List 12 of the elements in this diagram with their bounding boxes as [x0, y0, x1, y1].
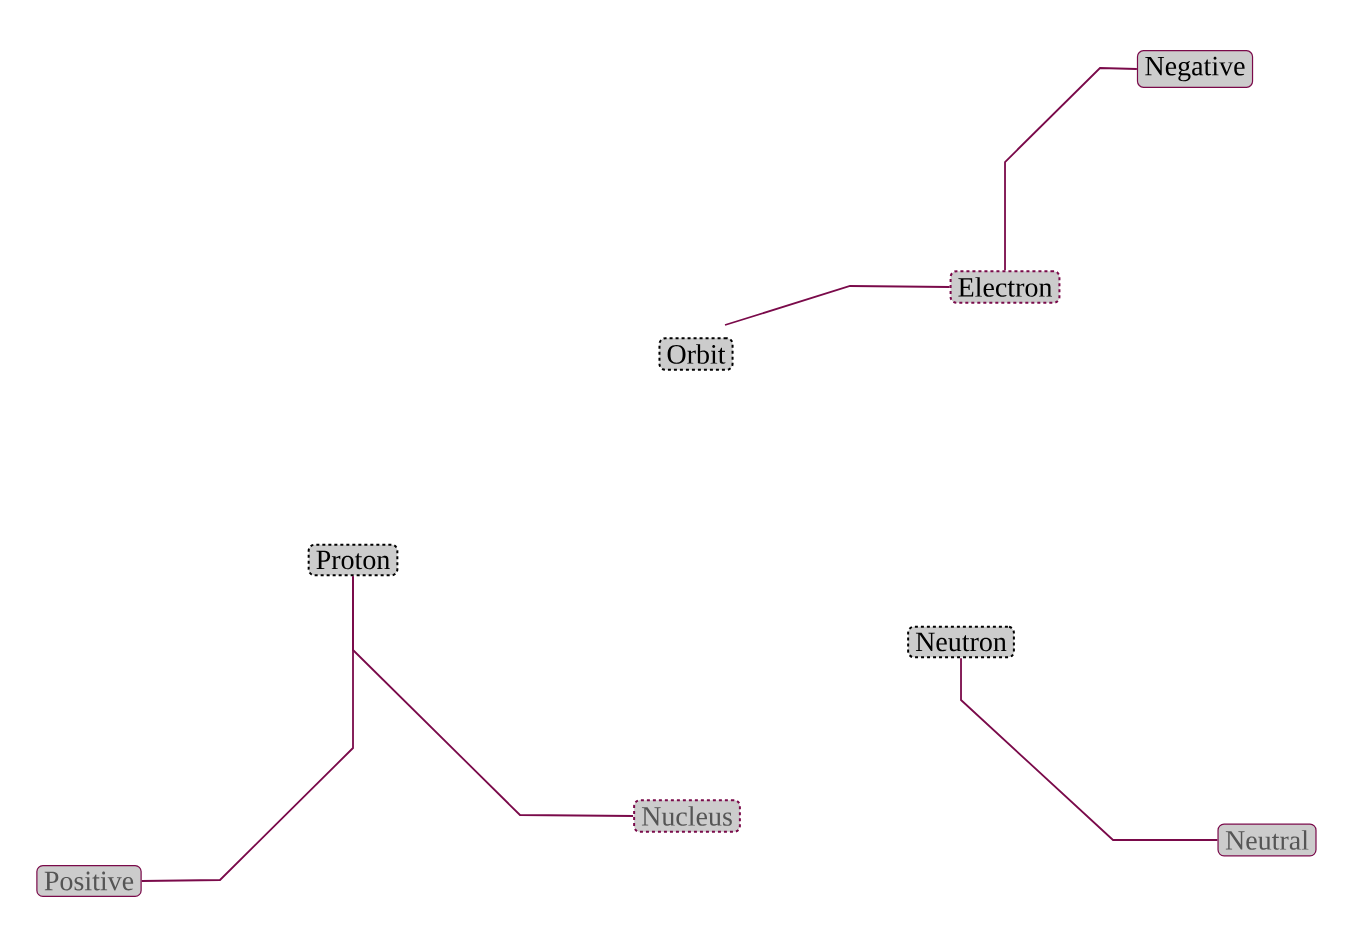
- connector-line: [140, 575, 354, 882]
- term-box: Orbit: [658, 337, 734, 371]
- term-box: Positive: [36, 865, 142, 897]
- term-box: Negative: [1136, 50, 1254, 88]
- term-box: Proton: [307, 543, 399, 577]
- term-box: Neutral: [1217, 823, 1317, 857]
- connector-line: [960, 657, 1219, 841]
- connector-line: [724, 285, 951, 326]
- term-box: Nucleus: [633, 799, 741, 833]
- term-box: Neutron: [907, 625, 1015, 659]
- term-box: Electron: [949, 270, 1061, 304]
- connector-line: [1004, 67, 1138, 272]
